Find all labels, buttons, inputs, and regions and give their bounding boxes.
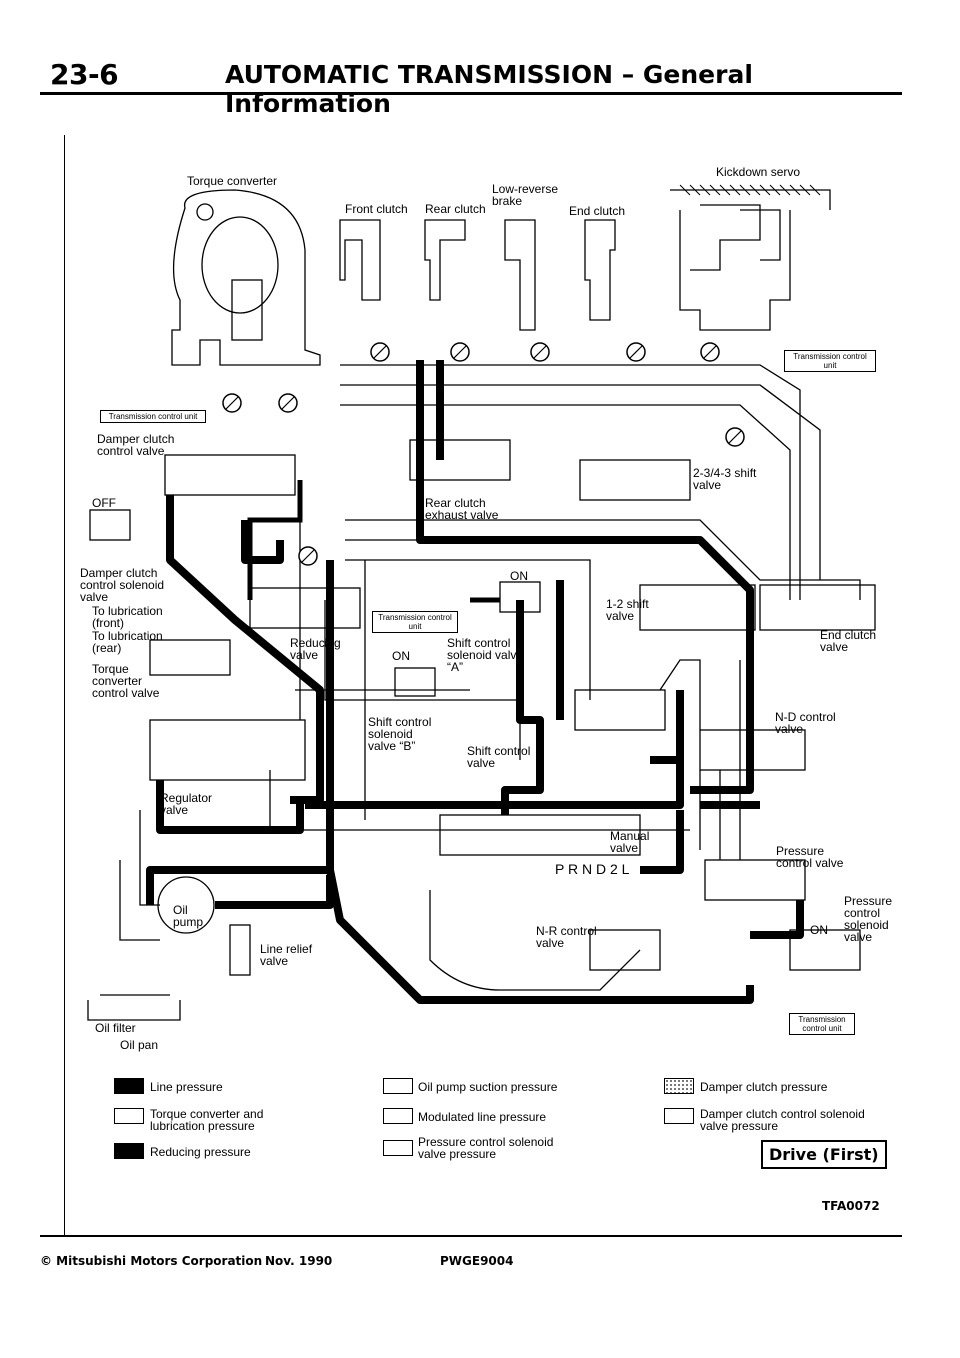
oil-filter-label: Oil filter: [95, 1021, 136, 1035]
nr-control-valve-label: N-R control valve: [536, 924, 597, 950]
shift-solenoid-b-label: Shift control solenoid valve “B”: [368, 715, 432, 753]
figure-code: TFA0072: [822, 1199, 880, 1213]
regulator-valve-label: Regulator valve: [160, 791, 213, 817]
mode-label: Drive (First): [761, 1140, 887, 1169]
to-lubrication-front-label: To lubrication (front): [92, 604, 163, 630]
header-rule: [40, 92, 902, 95]
legend-swatch-modulated: [383, 1108, 413, 1124]
legend-swatch-damper-solenoid: [664, 1108, 694, 1124]
shift-valve-234-label: 2-3/4-3 shift valve: [693, 466, 757, 492]
shift-positions-label: P R N D 2 L: [555, 861, 630, 877]
footer-copyright: © Mitsubishi Motors Corporation: [40, 1254, 263, 1268]
end-clutch-label: End clutch: [569, 204, 626, 218]
legend-swatch-damper: [664, 1078, 694, 1094]
kickdown-servo-label: Kickdown servo: [716, 165, 801, 179]
page-number: 23-6: [50, 58, 119, 91]
legend-damper-solenoid: Damper clutch control solenoid valve pre…: [700, 1107, 865, 1133]
on-label-a: ON: [510, 569, 528, 583]
damper-clutch-solenoid-label: Damper clutch control solenoid valve: [80, 566, 165, 604]
legend-swatch-reducing: [114, 1143, 144, 1159]
end-clutch-valve-label: End clutch valve: [820, 628, 877, 654]
tcu-box-left: Transmission control unit: [100, 410, 206, 423]
legend-swatch-line-pressure: [114, 1078, 144, 1094]
legend-tc-lub: Torque converter and lubrication pressur…: [150, 1107, 264, 1133]
footer-date: Nov. 1990: [265, 1254, 333, 1268]
torque-converter-label: Torque converter: [187, 174, 278, 188]
pressure-control-solenoid-label: Pressure control solenoid valve: [844, 894, 893, 944]
legend-swatch-suction: [383, 1078, 413, 1094]
legend-modulated: Modulated line pressure: [418, 1110, 547, 1124]
legend-damper: Damper clutch pressure: [700, 1080, 828, 1094]
front-clutch-label: Front clutch: [345, 202, 408, 216]
legend-line-pressure: Line pressure: [150, 1080, 223, 1094]
left-margin-rule: [64, 135, 65, 1235]
legend-swatch-tc-lub: [114, 1108, 144, 1124]
tcu-box-bottom: Transmission control unit: [789, 1013, 855, 1035]
legend-reducing: Reducing pressure: [150, 1145, 251, 1159]
rear-clutch-exhaust-valve-label: Rear clutch exhaust valve: [425, 496, 499, 522]
shift-control-valve-label: Shift control valve: [467, 744, 531, 770]
tcu-box-top: Transmission control unit: [784, 350, 876, 372]
oil-pump-label: Oil pump: [173, 903, 204, 929]
low-reverse-brake-label: Low-reverse brake: [492, 182, 559, 208]
oil-pan-label: Oil pan: [120, 1038, 159, 1052]
rear-clutch-label: Rear clutch: [425, 202, 486, 216]
shift-valve-12-label: 1-2 shift valve: [606, 597, 649, 623]
legend-swatch-pcs: [383, 1140, 413, 1156]
footer-rule: [40, 1235, 902, 1237]
manual-valve-label: Manual valve: [610, 829, 650, 855]
on-label-b: ON: [392, 649, 410, 663]
damper-clutch-control-valve-label: Damper clutch control valve: [97, 432, 175, 458]
footer-doc-code: PWGE9004: [440, 1254, 514, 1268]
legend-pcs: Pressure control solenoid valve pressure: [418, 1135, 554, 1161]
pressure-control-valve-label: Pressure control valve: [776, 844, 844, 870]
tcu-box-mid: Transmission control unit: [372, 611, 458, 633]
line-relief-valve-label: Line relief valve: [260, 942, 313, 968]
shift-solenoid-a-label: Shift control solenoid valve “A”: [447, 636, 524, 674]
off-label: OFF: [92, 496, 116, 510]
reducing-valve-label: Reducing valve: [290, 636, 341, 662]
to-lubrication-rear-label: To lubrication (rear): [92, 629, 163, 655]
on-label-c: ON: [810, 923, 828, 937]
torque-converter-control-valve-label: Torque converter control valve: [92, 662, 160, 700]
legend-suction: Oil pump suction pressure: [418, 1080, 558, 1094]
nd-control-valve-label: N-D control valve: [775, 710, 836, 736]
